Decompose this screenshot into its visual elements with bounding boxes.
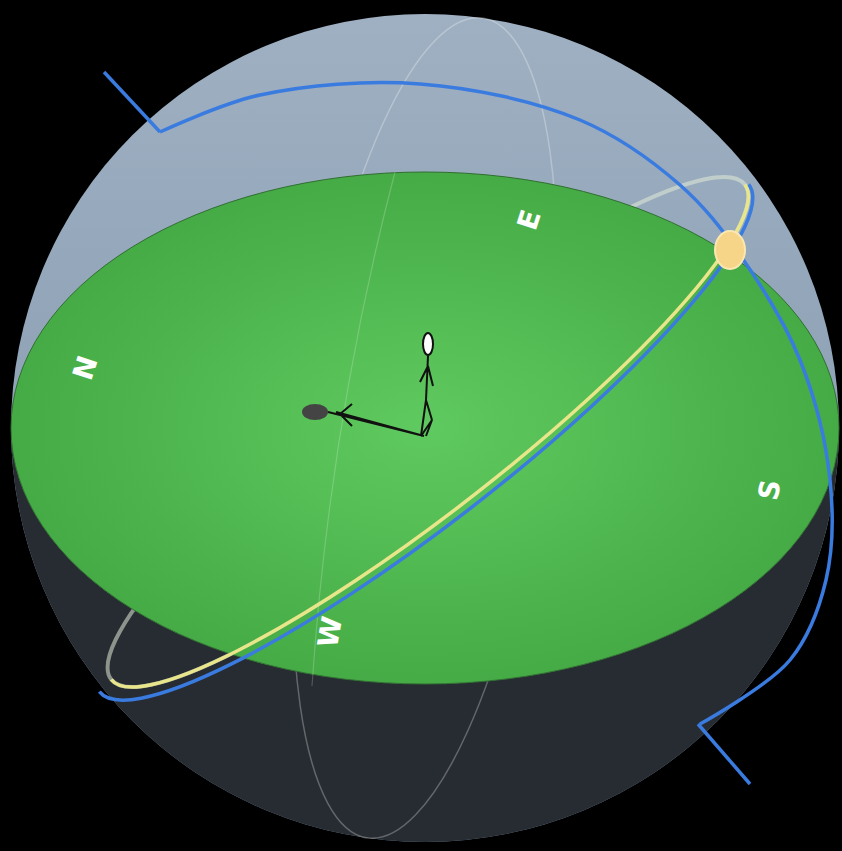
hour-circle <box>160 83 832 724</box>
sky-hemisphere <box>11 14 839 842</box>
celestial-equator <box>99 184 800 757</box>
horizon-plane <box>11 172 839 684</box>
celestial-axis <box>698 724 750 784</box>
shadow-head <box>302 404 328 420</box>
stick-figure <box>302 333 433 436</box>
sun-path <box>111 185 793 741</box>
meridian-line <box>312 172 395 686</box>
celestial-axis <box>104 72 160 132</box>
sun <box>715 231 745 269</box>
compass-label: W <box>314 614 347 649</box>
